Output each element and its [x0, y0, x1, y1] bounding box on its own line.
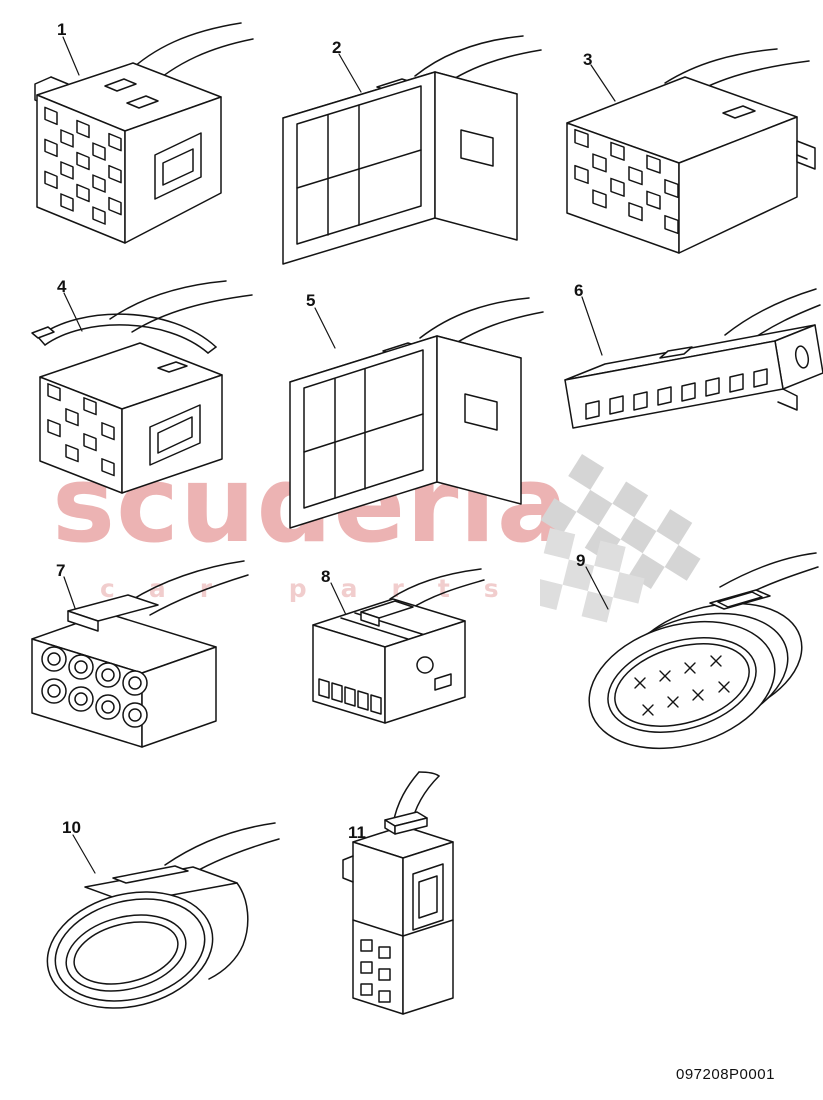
- connector-6-drawing: [564, 288, 823, 429]
- connector-8-drawing: [312, 568, 485, 724]
- connector-10-drawing: [46, 822, 280, 1009]
- connector-7-drawing: [31, 560, 249, 748]
- item-6-callout: 6: [574, 281, 584, 300]
- diagram-part-number: 097208P0001: [676, 1066, 775, 1083]
- item-11-callout: 11: [348, 823, 366, 842]
- item-4-callout: 4: [57, 277, 67, 296]
- item-2-callout: 2: [332, 38, 342, 57]
- item-3-callout: 3: [583, 50, 593, 69]
- connector-9-drawing: [585, 552, 819, 750]
- connector-1-drawing: [34, 22, 254, 244]
- item-9-callout: 9: [576, 551, 586, 570]
- connector-5-drawing: [289, 297, 544, 529]
- item-1-callout: 1: [57, 20, 67, 39]
- item-5-callout: 5: [306, 291, 316, 310]
- item-7-callout: 7: [56, 561, 66, 580]
- item-10-callout: 10: [62, 818, 81, 837]
- checkered-flag-icon: [540, 454, 701, 623]
- connector-3-drawing: [566, 48, 816, 254]
- item-8-callout: 8: [321, 567, 331, 586]
- connector-4-drawing: [31, 280, 253, 494]
- connector-11-drawing: [342, 771, 454, 1015]
- connector-2-drawing: [282, 35, 542, 265]
